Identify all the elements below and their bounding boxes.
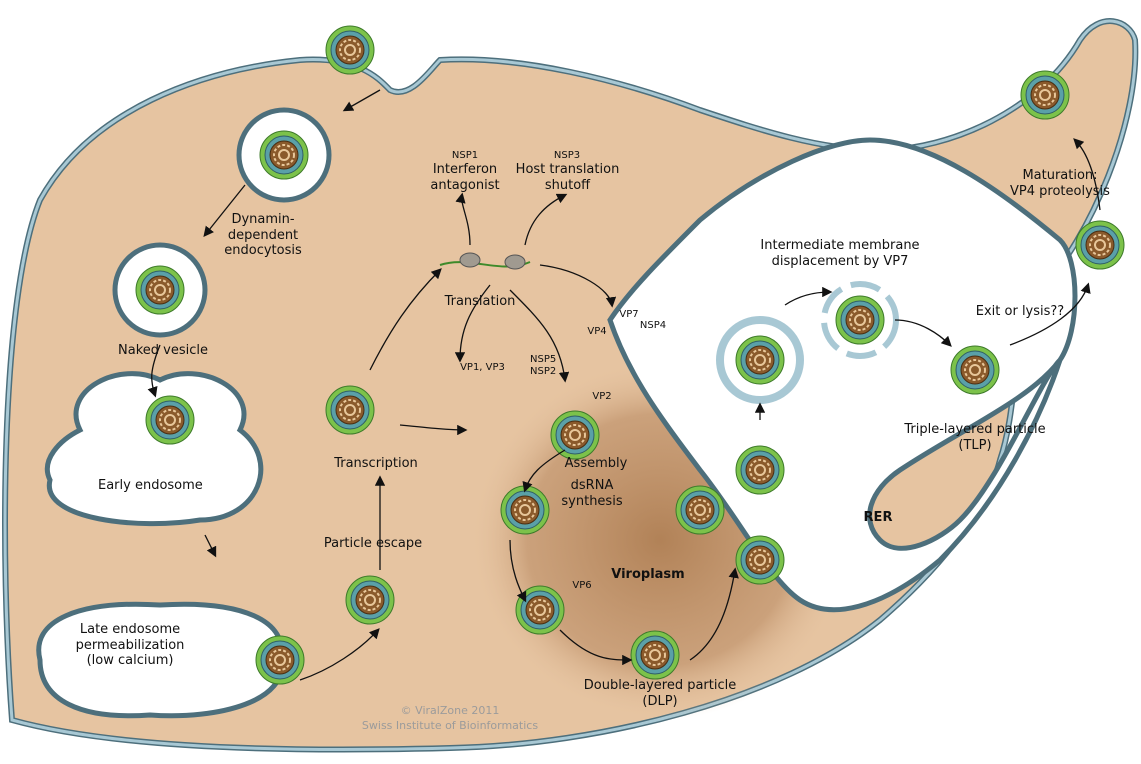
transcribing-particle	[321, 381, 379, 439]
credit-line-2: Swiss Institute of Bioinformatics	[361, 719, 539, 732]
dsrna-particle	[496, 481, 554, 539]
ribosome-mrna	[439, 252, 531, 270]
label-tlp: Triple-layered particle (TLP)	[904, 422, 1046, 453]
label-maturation: Maturation: VP4 proteolysis	[1010, 168, 1110, 199]
label-dlp: Double-layered particle (DLP)	[583, 678, 737, 709]
label-viroplasm: Viroplasm	[611, 567, 685, 582]
label-vp1-vp3: VP1, VP3	[460, 362, 505, 373]
label-vp7: VP7	[619, 309, 639, 320]
budding-particle-1	[671, 481, 729, 539]
label-exit-lysis: Exit or lysis??	[975, 304, 1065, 319]
entering-virion	[321, 21, 379, 79]
escaped-particle	[341, 571, 399, 629]
pathway-arrows	[147, 89, 1101, 681]
mature-particle-top	[1016, 66, 1074, 124]
label-nsp4: NSP4	[639, 320, 667, 331]
early-endosome	[44, 371, 264, 527]
label-vp6: VP6	[572, 580, 592, 591]
label-particle-escape: Particle escape	[323, 536, 423, 551]
label-vp4: VP4	[587, 326, 607, 337]
label-dsrna-synthesis: dsRNA synthesis	[561, 478, 623, 509]
label-early-endosome: Early endosome	[98, 478, 203, 493]
late-endosome	[36, 601, 309, 719]
budding-particle-2	[731, 531, 789, 589]
dynamin-vesicle	[236, 107, 332, 203]
label-late-endosome: Late endosome permeabilization (low calc…	[75, 622, 185, 669]
label-membrane-displacement: Intermediate membrane displacement by VP…	[760, 238, 920, 269]
label-vp2: VP2	[592, 391, 612, 402]
label-nsp3-role: Host translation shutoff	[515, 162, 620, 193]
rer-lumen	[607, 137, 1078, 613]
dlp-particle	[626, 626, 684, 684]
budding-particle-3	[731, 441, 789, 499]
label-nsp1-role: Interferon antagonist	[430, 162, 500, 193]
label-transcription: Transcription	[334, 456, 418, 471]
label-endocytosis: Dynamin-dependent endocytosis	[224, 212, 302, 259]
label-nsp3: NSP3	[553, 150, 581, 161]
label-nsp1: NSP1	[451, 150, 479, 161]
label-rer: RER	[863, 510, 893, 525]
label-nsp5-nsp2: NSP5 NSP2	[530, 354, 557, 377]
naked-vesicle	[112, 242, 208, 338]
label-assembly: Assembly	[564, 456, 628, 471]
label-naked-vesicle: Naked vesicle	[118, 343, 208, 358]
credit-line-1: © ViralZone 2011	[400, 704, 500, 717]
enveloped-particle	[716, 316, 804, 404]
assembly-particle	[546, 406, 604, 464]
label-translation: Translation	[444, 294, 516, 309]
tlp-particle	[946, 341, 1004, 399]
mature-particle	[1071, 216, 1129, 274]
